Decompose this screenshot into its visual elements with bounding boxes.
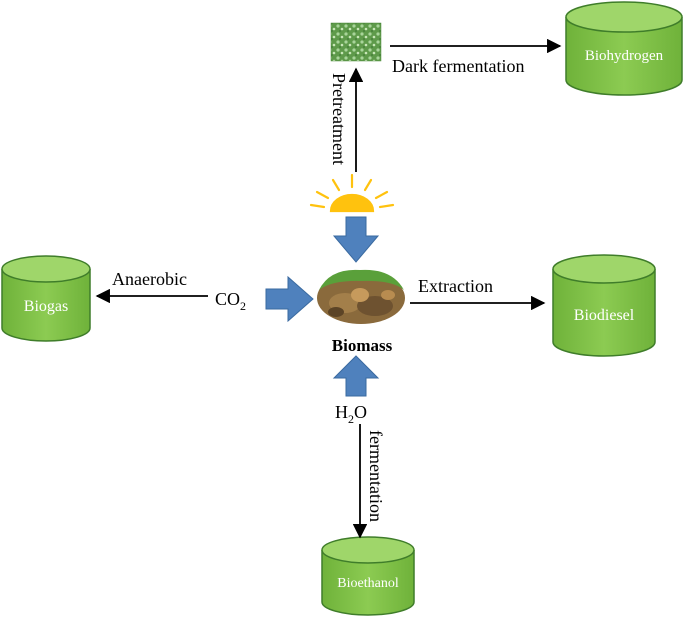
biomass-label: Biomass	[332, 336, 393, 355]
dark-fermentation-label: Dark fermentation	[392, 56, 524, 76]
block-arrow-down	[332, 216, 380, 263]
biogas-label: Biogas	[24, 298, 68, 315]
biohydrogen-cylinder: Biohydrogen	[565, 1, 683, 96]
co2-label: CO2	[215, 289, 246, 313]
block-arrow-right	[265, 275, 314, 323]
biomass-image	[317, 269, 405, 324]
bioethanol-label: Bioethanol	[337, 576, 399, 591]
h2o-label: H2O	[335, 402, 367, 426]
biohydrogen-label: Biohydrogen	[585, 48, 664, 64]
biodiesel-cylinder: Biodiesel	[552, 254, 656, 357]
fermentation-label: fermentation	[366, 430, 386, 522]
anaerobic-label: Anaerobic	[112, 269, 187, 289]
block-arrow-up	[332, 355, 380, 397]
sun-icon	[309, 173, 395, 213]
extraction-label: Extraction	[418, 276, 493, 296]
pretreatment-label: Pretreatment	[329, 73, 349, 165]
bioethanol-cylinder: Bioethanol	[321, 536, 415, 616]
biodiesel-label: Biodiesel	[574, 307, 635, 324]
biogas-cylinder: Biogas	[1, 255, 91, 342]
algae-image	[330, 22, 382, 62]
